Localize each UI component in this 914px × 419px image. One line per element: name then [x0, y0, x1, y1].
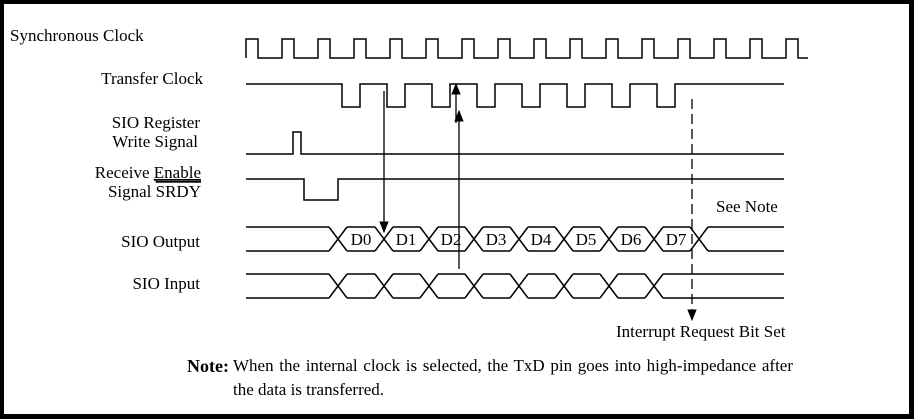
label-receive-text: Receive — [95, 163, 154, 182]
bus-segment — [328, 226, 348, 252]
see-note-label: See Note — [716, 197, 778, 216]
data-bit-label: D7 — [666, 230, 687, 249]
bus-segment — [419, 273, 439, 299]
note-text: When the internal clock is selected, the… — [233, 356, 793, 399]
waveform-synchronous-clock — [245, 38, 808, 59]
interrupt-request-label: Interrupt Request Bit Set — [616, 322, 786, 341]
label-sio-output: SIO Output — [121, 232, 200, 251]
waveform-sio-register-write — [246, 131, 784, 155]
waveform-receive-enable — [246, 178, 784, 201]
label-synchronous-clock: Synchronous Clock — [10, 26, 144, 45]
bus-segment — [328, 273, 348, 299]
note-label: Note: — [187, 356, 229, 376]
data-bit-label: D6 — [621, 230, 642, 249]
waveform-sio-output — [246, 226, 784, 252]
bus-segment — [599, 226, 619, 252]
bus-segment — [464, 273, 484, 299]
data-bit-label: D5 — [576, 230, 597, 249]
bus-segment — [509, 226, 529, 252]
bus-segment — [374, 226, 394, 252]
bus-segment — [689, 226, 709, 252]
label-receive-enable: Receive Enable — [95, 163, 201, 182]
label-transfer-clock: Transfer Clock — [101, 69, 203, 88]
bus-segment — [554, 226, 574, 252]
label-signal-text: Signal — [108, 182, 156, 201]
label-write-signal: Write Signal — [112, 132, 198, 151]
timing-diagram: Synchronous Clock Transfer Clock SIO Reg… — [10, 26, 808, 341]
label-sio-input: SIO Input — [132, 274, 200, 293]
data-bit-label: D3 — [486, 230, 507, 249]
bus-segment — [644, 226, 664, 252]
label-signal-srdy: Signal SRDY — [108, 182, 201, 201]
data-bit-labels: D0 D1 D2 D3 D4 D5 D6 D7 — [351, 230, 687, 249]
data-bit-label: D0 — [351, 230, 372, 249]
data-bit-label: D4 — [531, 230, 552, 249]
label-srdy-text: SRDY — [156, 182, 201, 201]
bus-segment — [464, 226, 484, 252]
data-bit-label: D1 — [396, 230, 417, 249]
label-enable-text: Enable — [154, 163, 201, 182]
waveform-transfer-clock — [246, 83, 784, 108]
bus-segment — [374, 273, 394, 299]
bus-segment — [644, 273, 664, 299]
bus-segment — [599, 273, 619, 299]
bus-segment — [419, 226, 439, 252]
waveform-sio-input — [246, 273, 784, 299]
bus-segment — [554, 273, 574, 299]
bus-segment — [509, 273, 529, 299]
data-bit-label: D2 — [441, 230, 462, 249]
label-sio-register: SIO Register — [112, 113, 201, 132]
